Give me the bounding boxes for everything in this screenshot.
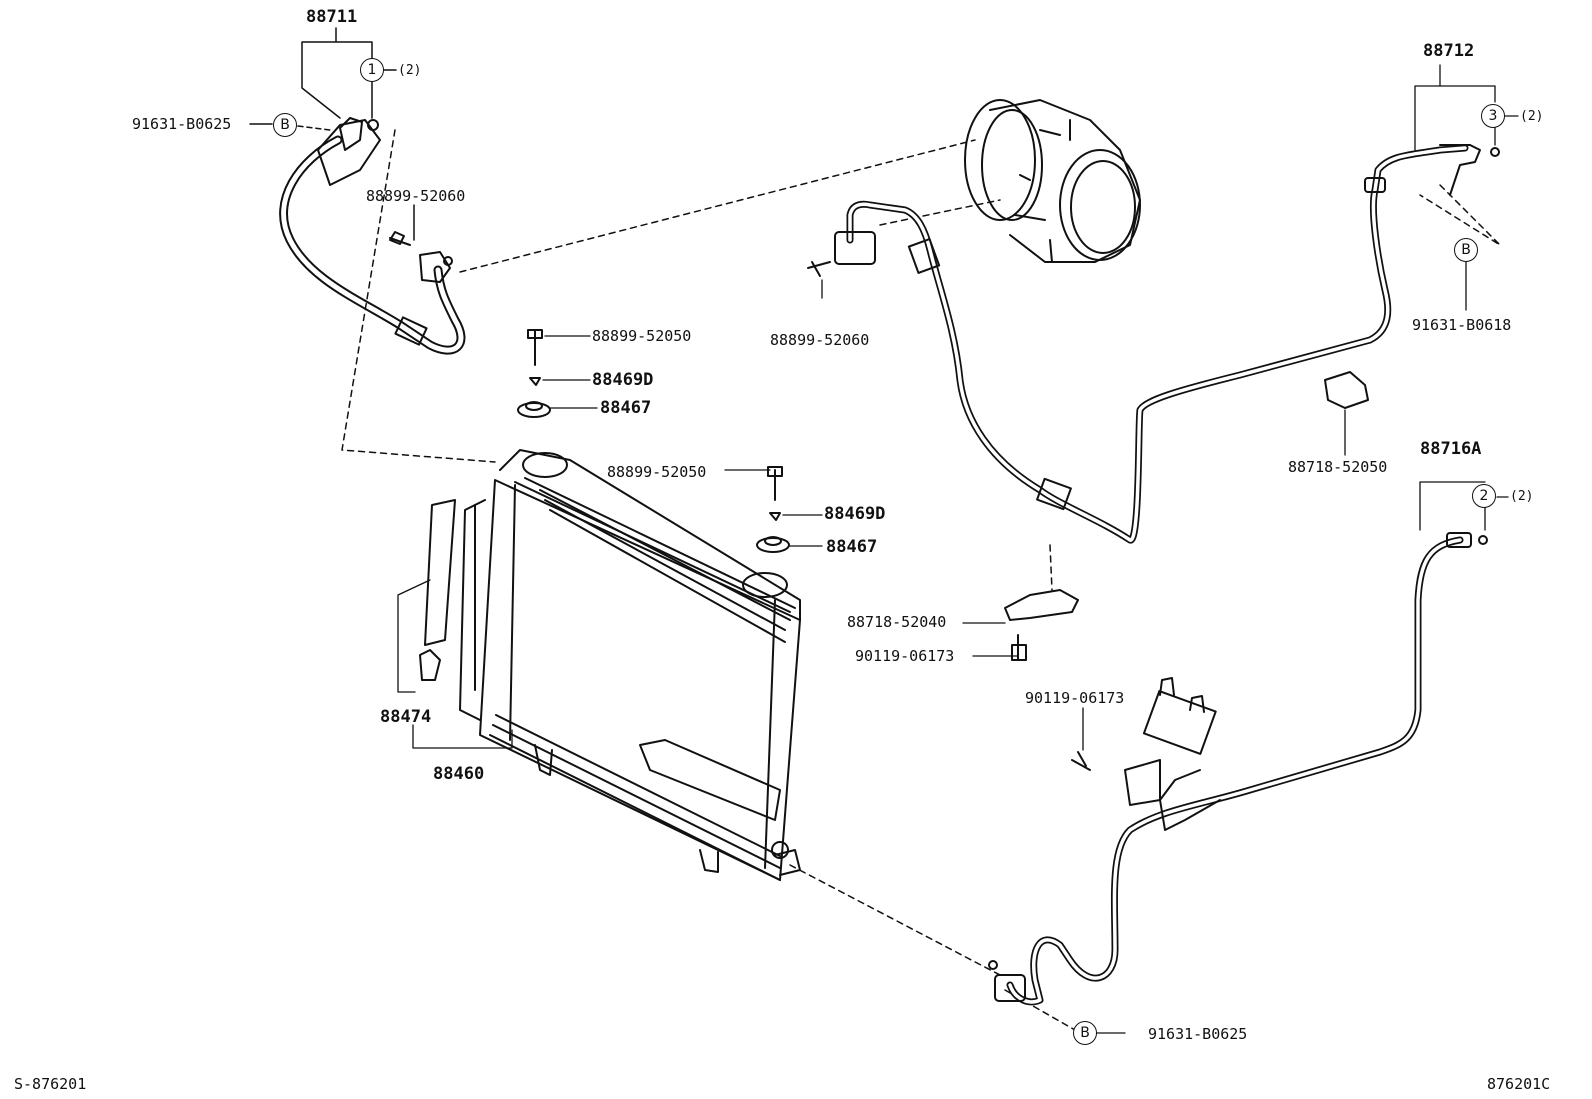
ring1-quantity: (2) [398, 63, 422, 78]
label-clamp-middle: 88718-52040 [847, 613, 947, 631]
b-marker-lower: B [1073, 1021, 1097, 1045]
ring-marker-3: 3 [1481, 104, 1505, 128]
label-bolt-upper: 88899-52060 [366, 187, 466, 205]
reference-right: 876201C [1487, 1075, 1551, 1093]
label-clip-upper: 91631-B0625 [132, 115, 232, 133]
discharge-hose-drawing [279, 117, 466, 355]
condenser-hardware-drawing [517, 329, 790, 553]
b-marker-upper: B [273, 113, 297, 137]
condenser-drawing [419, 449, 801, 881]
ring2-quantity: (2) [1510, 489, 1534, 504]
label-cushion-d-right: 88469D [824, 504, 886, 524]
label-bolt-compressor: 88899-52060 [770, 331, 870, 349]
liquid-tube-drawing [988, 532, 1488, 1006]
compressor-drawing [964, 99, 1141, 263]
label-clamp-right: 88718-52050 [1288, 458, 1388, 476]
suction-hose-drawing [807, 144, 1500, 544]
label-clip-lower: 91631-B0625 [1148, 1025, 1248, 1043]
label-bolt-condenser-left: 88899-52050 [592, 327, 692, 345]
connection-dash-lines [341, 129, 1501, 1031]
label-tube-liquid: 88716A [1420, 439, 1482, 459]
label-bolt-clamp: 90119-06173 [855, 647, 955, 665]
reference-left: S-876201 [14, 1075, 87, 1093]
label-cushion-d-left: 88469D [592, 370, 654, 390]
ring-marker-1: 1 [360, 58, 384, 82]
label-filter: 88474 [380, 707, 432, 727]
label-cushion-right: 88467 [826, 537, 878, 557]
label-bolt-condenser-right: 88899-52050 [607, 463, 707, 481]
label-clip-right: 91631-B0618 [1412, 316, 1512, 334]
label-tube-suction: 88712 [1423, 41, 1475, 61]
label-hose-88711: 88711 [306, 7, 358, 27]
label-cushion-left: 88467 [600, 398, 652, 418]
clamp-drawings [1004, 371, 1369, 661]
ring-marker-2: 2 [1472, 484, 1496, 508]
hose-88711-leaders [249, 27, 415, 241]
part-leader-lines [397, 64, 1519, 1034]
label-condenser: 88460 [433, 764, 485, 784]
ring3-quantity: (2) [1520, 109, 1544, 124]
label-bolt-valve: 90119-06173 [1025, 689, 1125, 707]
b-marker-right: B [1454, 238, 1478, 262]
